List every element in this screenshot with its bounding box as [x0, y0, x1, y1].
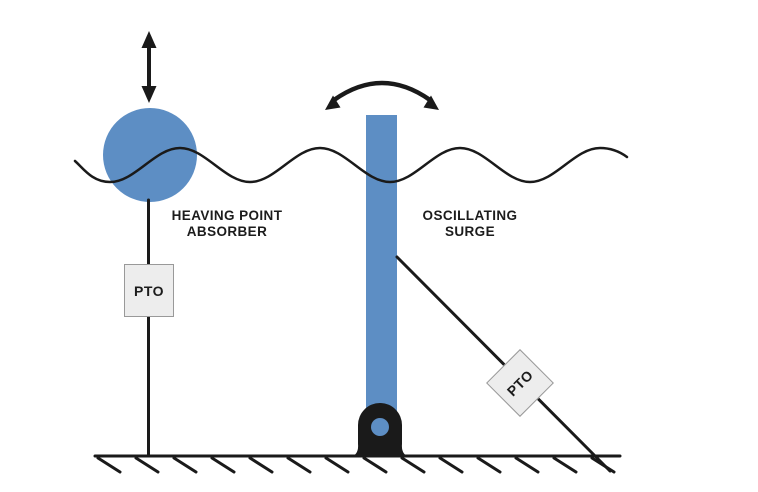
oscillating-surge-flap — [366, 115, 397, 415]
point-absorber-buoy — [103, 108, 197, 202]
water-surface-wave — [73, 146, 629, 184]
heaving-point-absorber-label-line1: HEAVING POINT — [171, 208, 283, 223]
structural-lines — [93, 198, 622, 474]
pto-box-heaving: PTO — [124, 264, 174, 317]
oscillating-surge-label-line2: SURGE — [444, 224, 495, 239]
double-arrow-arc-icon — [325, 80, 439, 110]
seabed-hatching — [96, 456, 616, 474]
double-arrow-vertical-icon — [141, 31, 157, 103]
heaving-point-absorber-label-line2: ABSORBER — [186, 224, 268, 239]
oscillating-surge-label-line1: OSCILLATING — [422, 208, 518, 223]
hinge-pin — [371, 418, 389, 436]
heaving-point-absorber-label: HEAVING POINT ABSORBER — [147, 208, 307, 240]
oscillating-surge-label: OSCILLATING SURGE — [410, 208, 530, 240]
